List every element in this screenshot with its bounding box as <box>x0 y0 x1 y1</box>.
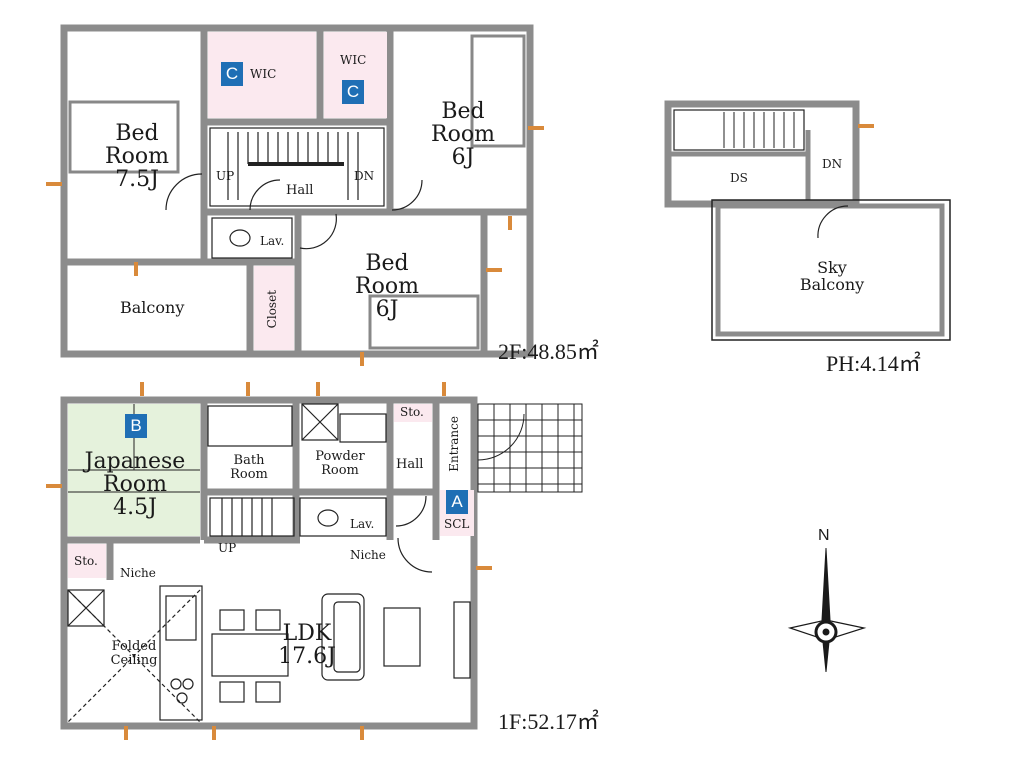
wash-basin <box>339 413 387 443</box>
japanese-line2: Room <box>103 472 167 498</box>
folded-ceiling-label: Folded Ceiling <box>102 640 166 667</box>
floor2-hall-label: Hall <box>286 183 314 198</box>
coffee-table <box>383 607 421 667</box>
powder-label: Powder Room <box>312 450 368 477</box>
badge-c-2: C <box>342 80 364 104</box>
bed2-line2: Room <box>431 122 495 148</box>
floor2-lav-label: Lav. <box>260 234 285 248</box>
floor2-dn-label: DN <box>354 169 375 183</box>
penthouse-stairs <box>673 109 805 151</box>
entrance-label: Entrance <box>447 416 461 472</box>
bed2-label: Bed Room 6J <box>418 100 508 169</box>
sky-balcony-line1: Sky <box>817 258 847 277</box>
bed1-bed <box>68 100 180 174</box>
compass-north-label: N <box>818 527 830 544</box>
floor2-up-label: UP <box>216 169 235 183</box>
floor2-area: 2F:48.85㎡ <box>498 339 599 364</box>
bed1-line2: Room <box>105 144 169 170</box>
badge-a: A <box>446 490 468 514</box>
bed1-line3: 7.5J <box>115 167 159 193</box>
bed2-bed <box>470 34 526 148</box>
powder-line2: Room <box>321 462 359 478</box>
penthouse-dn-label: DN <box>822 157 843 171</box>
japanese-room-label: Japanese Room 4.5J <box>80 450 190 519</box>
wic1-label: WIC <box>250 67 277 81</box>
floor1-area: 1F:52.17㎡ <box>498 709 599 734</box>
compass <box>787 547 867 673</box>
bed2-line3: 6J <box>451 145 475 171</box>
sto1-label: Sto. <box>74 554 98 568</box>
wic2-label: WIC <box>340 53 367 67</box>
bath-line2: Room <box>230 466 268 482</box>
floor1-lav-label: Lav. <box>350 517 375 531</box>
floor2-stairs <box>209 127 385 207</box>
niche1-label: Niche <box>120 566 156 580</box>
folded-line2: Ceiling <box>110 652 158 668</box>
bed1-label: Bed Room 7.5J <box>92 122 182 191</box>
ldk-line2: 17.6J <box>278 644 336 670</box>
badge-b: B <box>125 414 147 438</box>
tv-board <box>453 601 471 679</box>
sky-balcony-outline <box>711 199 951 341</box>
bed3-bed <box>368 294 480 350</box>
sofa <box>321 593 365 681</box>
entrance-porch <box>477 403 583 493</box>
japanese-line1: Japanese <box>84 449 186 474</box>
bed2-line1: Bed <box>441 99 485 124</box>
bath-line1: Bath <box>233 453 265 468</box>
floor1-toilet-room <box>299 497 387 537</box>
sky-balcony-wall <box>715 203 945 337</box>
niche2-label: Niche <box>350 548 386 562</box>
penthouse-area: PH:4.14㎡ <box>826 351 921 376</box>
floor1-outer-wall <box>60 396 478 730</box>
dining-table <box>211 633 289 677</box>
badge-c-1: C <box>221 62 243 86</box>
wic2-fill <box>324 32 387 118</box>
floor1-up-label: UP <box>218 541 237 555</box>
powder-line1: Powder <box>315 449 365 464</box>
bed3-line2: Room <box>355 274 419 300</box>
sky-balcony-label: Sky Balcony <box>792 258 872 294</box>
balcony-label: Balcony <box>120 298 185 317</box>
sky-balcony-line2: Balcony <box>799 274 865 294</box>
bed3-line3: 6J <box>375 297 399 323</box>
bathtub <box>207 405 293 447</box>
sto2-fill <box>394 404 432 422</box>
closet-label: Closet <box>265 290 279 329</box>
sto2-label: Sto. <box>400 405 424 419</box>
closet-fill <box>254 266 294 350</box>
sto1-fill <box>68 544 106 578</box>
floor2-toilet-room <box>211 217 293 259</box>
japanese-line3: 4.5J <box>113 495 157 521</box>
bed1-line1: Bed <box>115 121 159 146</box>
ldk-line1: LDK <box>282 621 332 646</box>
bath-label: Bath Room <box>226 454 272 481</box>
ldk-label: LDK 17.6J <box>262 622 352 668</box>
floor1-plan <box>60 396 478 730</box>
scl-label: SCL <box>444 517 470 531</box>
ds-label: DS <box>730 171 748 185</box>
kitchen-counter <box>159 585 203 721</box>
folded-line1: Folded <box>111 639 157 654</box>
floor2-plan <box>60 24 534 358</box>
powder-shaft <box>301 403 339 441</box>
floor1-hall-label: Hall <box>396 457 424 472</box>
bed3-line1: Bed <box>365 251 409 276</box>
penthouse-plan <box>664 100 951 341</box>
bed3-label: Bed Room 6J <box>342 252 432 321</box>
